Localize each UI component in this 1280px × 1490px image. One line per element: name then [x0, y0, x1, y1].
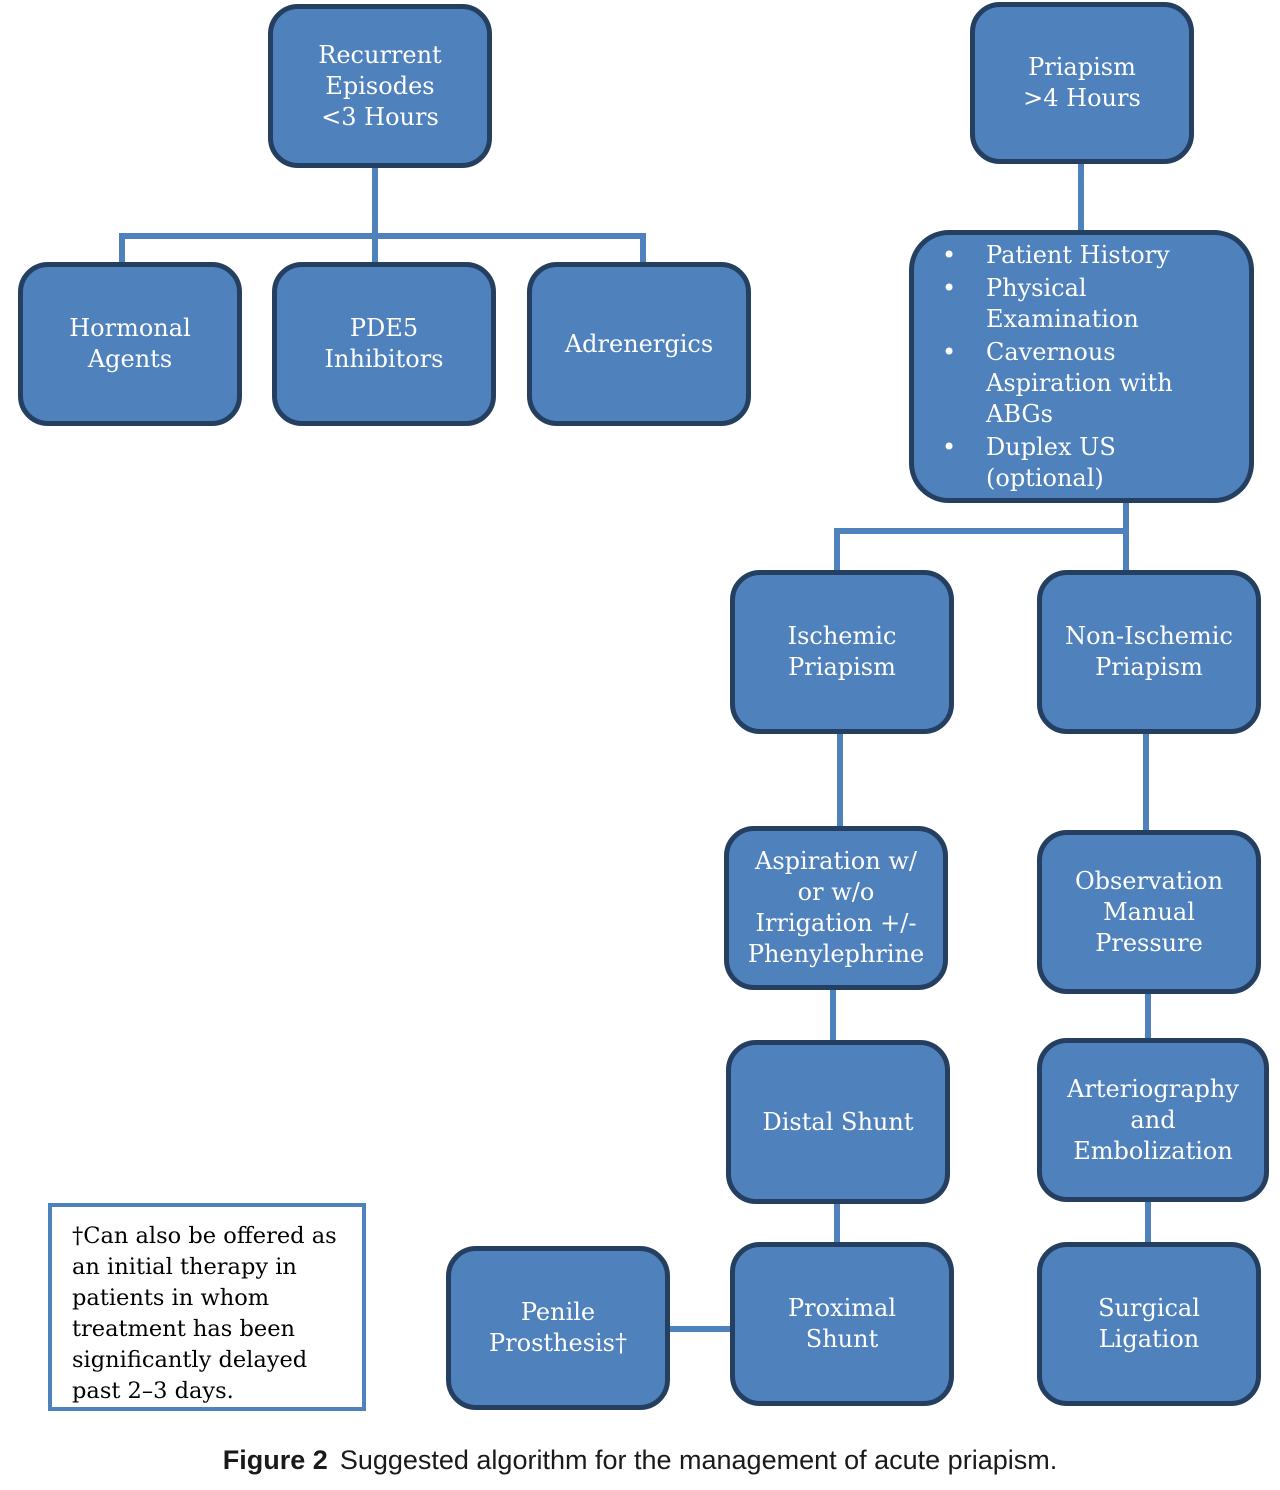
figure-caption-text: Suggested algorithm for the management o…	[339, 1445, 1058, 1475]
node-hormonal-agents: Hormonal Agents	[18, 262, 242, 426]
node-ischemic-priapism: Ischemic Priapism	[730, 570, 954, 734]
node-pde5-inhibitors-label: PDE5 Inhibitors	[324, 314, 444, 373]
node-priapism-4-hours: Priapism >4 Hours	[970, 2, 1194, 164]
node-priapism-4-hours-label: Priapism >4 Hours	[1023, 53, 1141, 112]
node-observation-manual-pressure-label: Observation Manual Pressure	[1074, 866, 1224, 957]
node-surgical-ligation-label: Surgical Ligation	[1098, 1294, 1200, 1353]
node-recurrent-episodes-label: Recurrent Episodes <3 Hours	[318, 40, 442, 131]
workup-item-cavernous-aspiration: Cavernous Aspiration with ABGs	[942, 337, 1235, 430]
node-adrenergics: Adrenergics	[527, 262, 751, 426]
node-penile-prosthesis-label: Penile Prosthesis†	[489, 1298, 627, 1357]
node-ischemic-priapism-label: Ischemic Priapism	[787, 622, 897, 681]
node-arteriography-embolization-label: Arteriography and Embolization	[1067, 1074, 1239, 1165]
node-initial-workup: Patient History Physical Examination Cav…	[909, 230, 1254, 503]
workup-item-duplex-us: Duplex US (optional)	[942, 432, 1235, 494]
node-hormonal-agents-label: Hormonal Agents	[69, 314, 191, 373]
workup-list: Patient History Physical Examination Cav…	[942, 238, 1235, 496]
connector-recurrent-to-agents	[119, 165, 646, 265]
node-recurrent-episodes: Recurrent Episodes <3 Hours	[268, 4, 492, 168]
node-proximal-shunt-label: Proximal Shunt	[787, 1294, 897, 1353]
footnote-box: †Can also be offered as an initial thera…	[48, 1203, 366, 1411]
connector-workup-to-types	[834, 500, 1129, 573]
node-aspiration-irrigation-label: Aspiration w/ or w/o Irrigation +/- Phen…	[747, 847, 925, 968]
node-proximal-shunt: Proximal Shunt	[730, 1242, 954, 1406]
node-surgical-ligation: Surgical Ligation	[1037, 1242, 1261, 1406]
node-non-ischemic-priapism: Non-Ischemic Priapism	[1037, 570, 1261, 734]
node-non-ischemic-priapism-label: Non-Ischemic Priapism	[1065, 622, 1233, 681]
workup-item-physical-examination: Physical Examination	[942, 273, 1235, 335]
node-pde5-inhibitors: PDE5 Inhibitors	[272, 262, 496, 426]
node-adrenergics-label: Adrenergics	[564, 329, 714, 358]
node-distal-shunt-label: Distal Shunt	[762, 1107, 914, 1136]
node-penile-prosthesis: Penile Prosthesis†	[446, 1246, 670, 1410]
figure-caption-label: Figure 2	[222, 1445, 328, 1475]
figure-caption: Figure 2 Suggested algorithm for the mana…	[0, 1445, 1280, 1476]
workup-item-patient-history: Patient History	[942, 240, 1235, 271]
node-distal-shunt: Distal Shunt	[726, 1040, 950, 1204]
node-aspiration-irrigation: Aspiration w/ or w/o Irrigation +/- Phen…	[724, 826, 948, 990]
node-observation-manual-pressure: Observation Manual Pressure	[1037, 830, 1261, 994]
node-arteriography-embolization: Arteriography and Embolization	[1037, 1038, 1269, 1202]
